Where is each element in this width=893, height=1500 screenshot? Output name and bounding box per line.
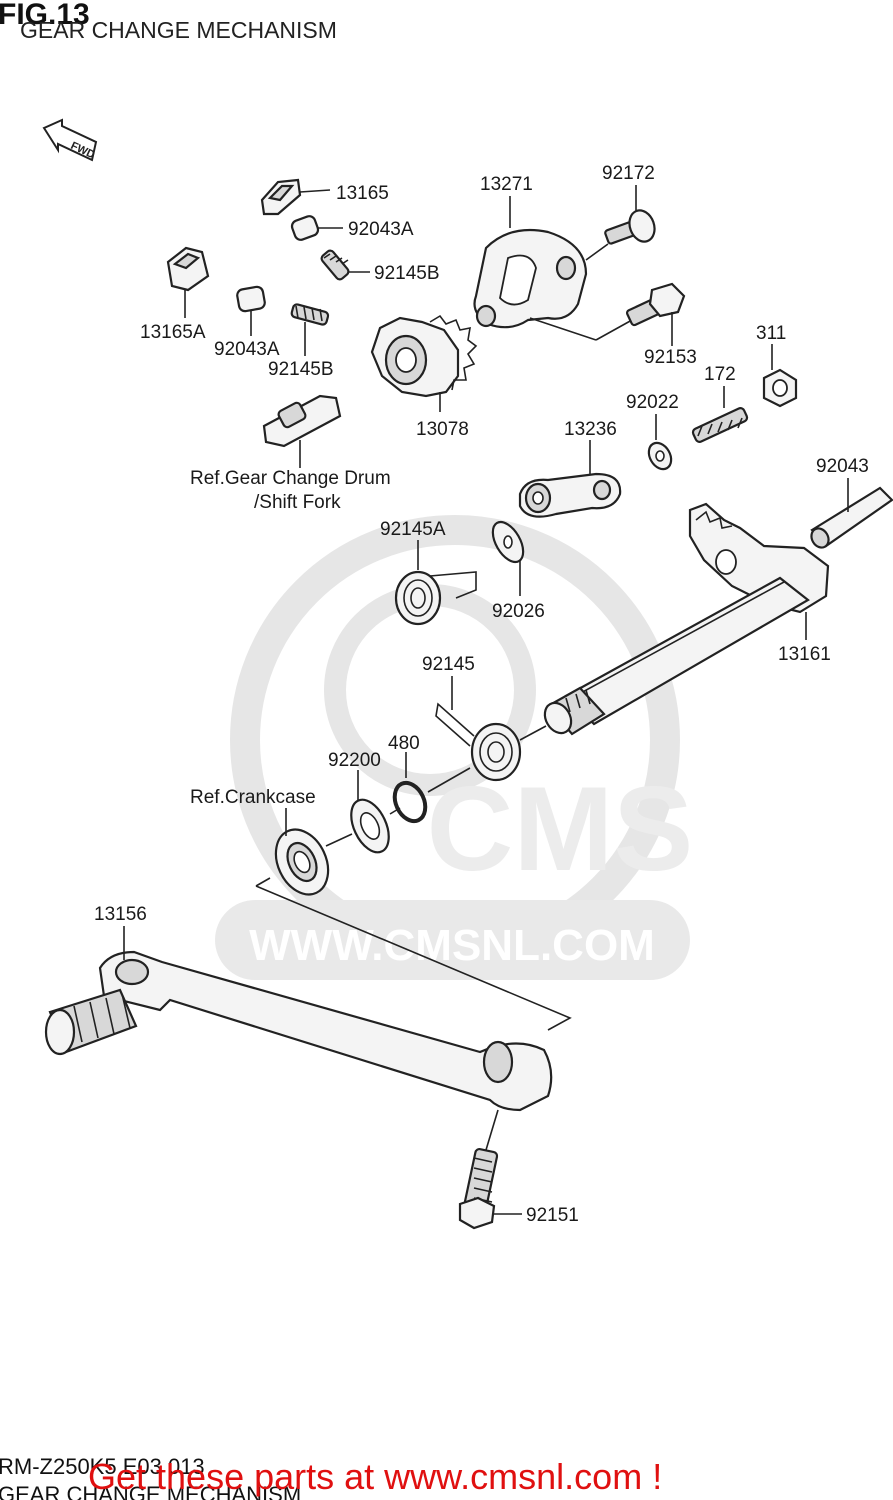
part-92145b-spring: [290, 303, 330, 326]
part-oil-seal: [274, 828, 330, 896]
label-13165a: 13165A: [140, 322, 206, 343]
label-13165: 13165: [336, 183, 389, 204]
label-92043a: 92043A: [214, 339, 280, 360]
label-172: 172: [704, 364, 736, 385]
ref-drum-line1: Ref.Gear Change Drum: [190, 468, 391, 489]
cms-watermark: CMS WWW.CMSNL.COM: [215, 515, 694, 980]
label-13161: 13161: [778, 644, 831, 665]
part-92043a-pin-top: [290, 215, 320, 241]
part-92026-washer: [491, 520, 525, 564]
label-92145: 92145: [422, 654, 475, 675]
label-13236: 13236: [564, 419, 617, 440]
watermark-brand: CMS: [427, 762, 694, 896]
fwd-arrow-icon: FWD: [42, 118, 98, 162]
label-13271: 13271: [480, 174, 533, 195]
label-92145b: 92145B: [268, 359, 334, 380]
part-13165a-clip: [166, 246, 210, 292]
parts-shop-link[interactable]: Get these parts at www.cmsnl.com !: [88, 1456, 662, 1497]
part-92200-washer: [350, 798, 390, 854]
label-13078: 13078: [416, 419, 469, 440]
label-92145b-top: 92145B: [374, 263, 440, 284]
label-92151: 92151: [526, 1205, 579, 1226]
label-92145a: 92145A: [380, 519, 446, 540]
part-172-stud: [691, 407, 749, 443]
footer-subtitle: GEAR CHANGE MECHANISM: [0, 1482, 301, 1500]
label-13156: 13156: [94, 904, 147, 925]
watermark-url: WWW.CMSNL.COM: [249, 921, 655, 970]
part-13156-shift-lever: [44, 950, 553, 1112]
label-92043: 92043: [816, 456, 869, 477]
part-13165-clip: [260, 178, 302, 216]
label-92043a-top: 92043A: [348, 219, 414, 240]
part-13161-shift-shaft: [543, 502, 830, 736]
label-92200: 92200: [328, 750, 381, 771]
label-311: 311: [756, 323, 786, 344]
label-480: 480: [388, 733, 420, 754]
part-92151-bolt: [458, 1147, 499, 1230]
label-92172: 92172: [602, 163, 655, 184]
ref-crankcase: Ref.Crankcase: [190, 787, 316, 808]
footer-model-code: RM-Z250K5 E03 013: [0, 1454, 205, 1479]
part-13078-pawl-holder: [370, 314, 478, 398]
figure-number: FIG.13: [0, 0, 90, 31]
part-92022-washer: [647, 441, 673, 471]
part-480-circlip: [392, 780, 428, 824]
part-92145a-spring: [394, 570, 477, 626]
label-92022: 92022: [626, 392, 679, 413]
part-92145b-spring-top: [320, 249, 350, 281]
part-92043a-pin: [236, 285, 266, 313]
part-92153-bolt: [626, 282, 686, 327]
part-92172-screw: [604, 209, 656, 245]
part-drum-shaft: [262, 394, 342, 448]
part-92145-spring: [435, 702, 522, 782]
ref-drum-line2: /Shift Fork: [254, 492, 341, 513]
label-92153: 92153: [644, 347, 697, 368]
label-92026: 92026: [492, 601, 545, 622]
part-13236-arm: [518, 472, 622, 518]
part-311-nut: [762, 368, 798, 408]
figure-title: GEAR CHANGE MECHANISM: [20, 17, 337, 43]
part-92043-pin: [810, 486, 893, 549]
part-13271-plate: [473, 228, 588, 329]
